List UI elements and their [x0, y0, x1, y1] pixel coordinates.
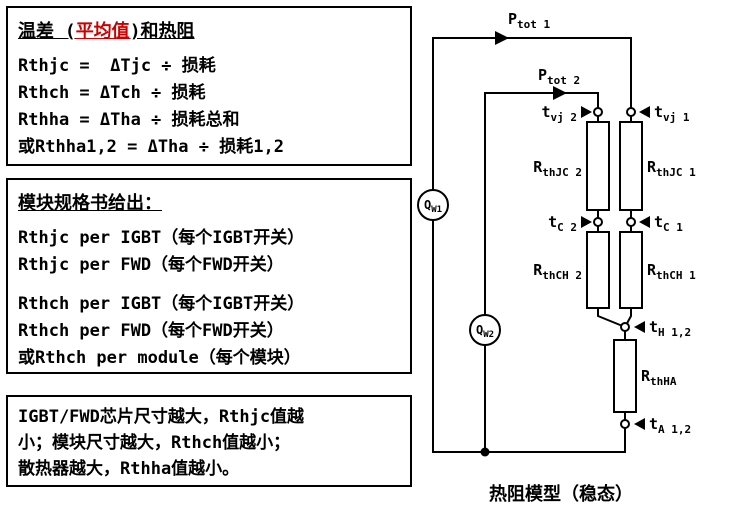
node-tc2: [593, 217, 603, 227]
wire-inner-loop: [484, 92, 599, 452]
label-th12: tH 1,2: [649, 318, 691, 339]
datasheet-line-1: Rthjc per IGBT（每个IGBT开关）: [18, 228, 305, 248]
node-ta12: [620, 419, 630, 429]
note-line-3: 散热器越大，Rthha值越小。: [18, 459, 240, 479]
label-rthha: RthHA: [641, 367, 677, 388]
formula-line-4: 或Rthha1,2 = ΔTha ÷ 损耗1,2: [18, 137, 284, 157]
label-rthjc1: RthJC 1: [647, 158, 696, 179]
ptot2-arrow-icon: [553, 86, 567, 100]
node-tvj2: [593, 107, 603, 117]
label-tc2: tC 2: [548, 213, 577, 234]
source-qw1-circle: [417, 189, 449, 221]
group-gap: [18, 279, 400, 291]
tc1-marker-icon: [639, 216, 650, 228]
flow-arrows: [495, 31, 567, 100]
label-tvj1: tvj 1: [654, 103, 690, 124]
formula-line-1: Rthjc = ΔTjc ÷ 损耗: [18, 56, 216, 76]
resistor-rthha: [613, 339, 637, 413]
ta12-marker-icon: [634, 418, 645, 430]
datasheet-title-text: 模块规格书给出：: [18, 193, 162, 214]
formula-box: 温差 (平均值)和热阻 Rthjc = ΔTjc ÷ 损耗 Rthch = ΔT…: [6, 6, 412, 166]
node-th12: [620, 322, 630, 332]
title-post: )和热阻: [129, 21, 195, 42]
node-tvj1: [626, 107, 636, 117]
tc2-marker-icon: [581, 216, 592, 228]
thermal-model-diagram: QW1 QW2 Ptot 1 Ptot 2: [417, 10, 696, 505]
resistors: [586, 121, 643, 413]
node-tc1: [626, 217, 636, 227]
nodes: [480, 107, 636, 457]
label-rthjc2: RthJC 2: [533, 158, 582, 179]
resistor-rthch2: [586, 231, 610, 309]
datasheet-line-2: Rthjc per FWD（每个FWD开关）: [18, 255, 284, 275]
diagram-labels: Ptot 1 Ptot 2 tvj 2 tvj 1 RthJC 2 RthJC …: [508, 10, 696, 436]
junction-dot: [480, 447, 490, 457]
label-ptot2: Ptot 2: [538, 66, 580, 87]
heat-sources: QW1 QW2: [417, 189, 501, 346]
formula-line-2: Rthch = ΔTch ÷ 损耗: [18, 83, 206, 103]
note-box: IGBT/FWD芯片尺寸越大，Rthjc值越 小；模块尺寸越大，Rthch值越小…: [6, 395, 412, 487]
resistor-rthch1: [619, 231, 643, 309]
label-rthch1: RthCH 1: [647, 261, 696, 282]
datasheet-line-4: Rthch per FWD（每个FWD开关）: [18, 321, 284, 341]
label-ptot1: Ptot 1: [508, 10, 551, 31]
resistor-rthjc2: [586, 121, 610, 211]
formula-box-title: 温差 (平均值)和热阻: [18, 17, 400, 43]
label-tvj2: tvj 2: [541, 103, 577, 124]
note-line-2: 小；模块尺寸越大，Rthch值越小；: [18, 433, 291, 453]
th12-marker-icon: [634, 321, 645, 333]
datasheet-box-title: 模块规格书给出：: [18, 189, 400, 215]
diagram-caption: 热阻模型（稳态）: [489, 483, 633, 505]
title-highlight: 平均值: [75, 21, 130, 42]
source-qw1-label: QW1: [424, 198, 442, 215]
title-pre: 温差 (: [18, 21, 76, 42]
ptot1-arrow-icon: [495, 31, 509, 45]
datasheet-line-3: Rthch per IGBT（每个IGBT开关）: [18, 294, 305, 314]
tvj2-marker-icon: [581, 106, 592, 118]
label-ta12: tA 1,2: [649, 415, 691, 436]
datasheet-line-5: 或Rthch per module（每个模块）: [18, 348, 301, 368]
note-line-1: IGBT/FWD芯片尺寸越大，Rthjc值越: [18, 407, 305, 427]
formula-line-3: Rthha = ΔTha ÷ 损耗总和: [18, 110, 240, 130]
source-qw2-label: QW2: [476, 323, 494, 340]
datasheet-box: 模块规格书给出： Rthjc per IGBT（每个IGBT开关） Rthjc …: [6, 178, 412, 374]
source-qw2-circle: [469, 314, 501, 346]
tvj1-marker-icon: [639, 106, 650, 118]
label-rthch2: RthCH 2: [533, 261, 582, 282]
resistor-rthjc1: [619, 121, 643, 211]
node-markers: [581, 106, 650, 430]
label-tc1: tC 1: [654, 213, 683, 234]
